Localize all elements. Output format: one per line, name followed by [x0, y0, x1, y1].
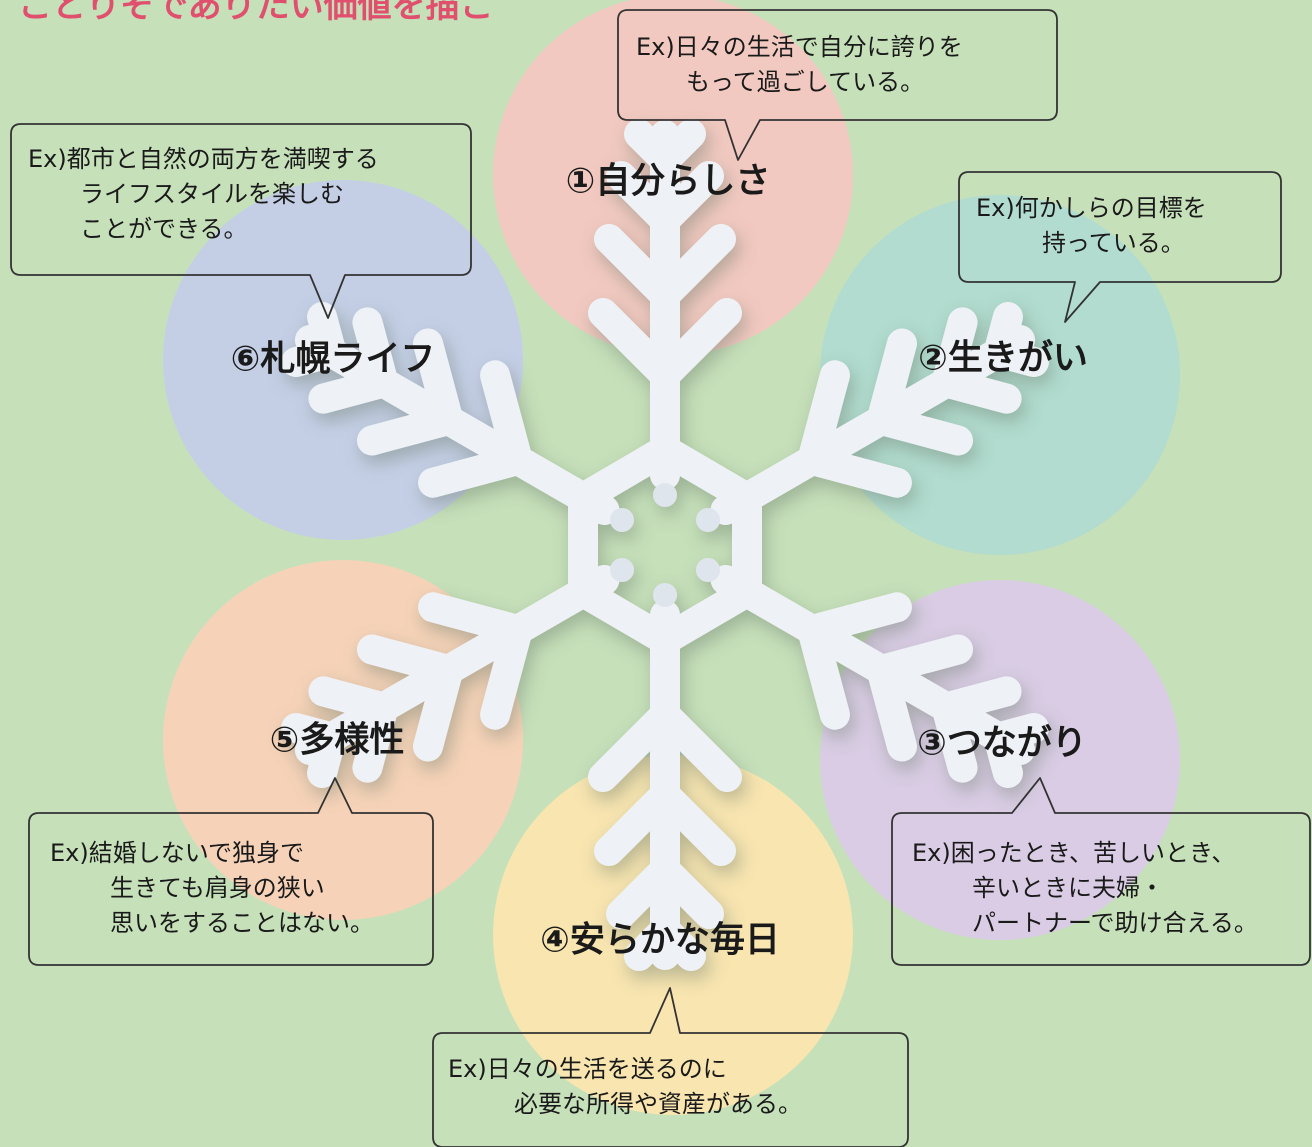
- example-line: 持っている。: [1042, 229, 1185, 257]
- example-line: もって過ごしている。: [686, 68, 925, 96]
- speech-bubble-2: [958, 171, 1282, 323]
- example-line: 辛いときに夫婦・: [972, 874, 1164, 902]
- page-heading: ことりそでありたい価値を描こ: [18, 0, 494, 26]
- example-line: Ex)日々の生活を送るのに: [448, 1055, 727, 1083]
- example-line: ライフスタイルを楽しむ: [80, 180, 344, 208]
- example-text-6: Ex)都市と自然の両方を満喫する ライフスタイルを楽しむ ことができる。: [28, 142, 379, 247]
- example-line: Ex)都市と自然の両方を満喫する: [28, 145, 379, 173]
- example-line: Ex)日々の生活で自分に誇りを: [636, 33, 963, 61]
- circle-ikigai: [820, 195, 1180, 555]
- value-label-tayousei: ⑤多様性: [269, 720, 405, 761]
- example-text-2: Ex)何かしらの目標を 持っている。: [976, 191, 1207, 261]
- example-line: 必要な所得や資産がある。: [514, 1090, 802, 1118]
- value-label-yasurakana-mainichi: ④安らかな毎日: [540, 920, 780, 961]
- example-line: パートナーで助け合える。: [972, 909, 1258, 937]
- example-line: Ex)何かしらの目標を: [976, 194, 1207, 222]
- example-text-3: Ex)困ったとき、苦しいとき、 辛いときに夫婦・ パートナーで助け合える。: [912, 836, 1258, 941]
- speech-bubble-3: [891, 777, 1311, 966]
- example-line: Ex)困ったとき、苦しいとき、: [912, 839, 1236, 867]
- value-label-ikigai: ②生きがい: [918, 338, 1088, 379]
- value-label-sapporo-life: ⑥札幌ライフ: [230, 339, 436, 380]
- speech-bubble-1: [617, 9, 1058, 161]
- value-label-tsunagari: ③つながり: [917, 723, 1087, 764]
- example-text-1: Ex)日々の生活で自分に誇りを もって過ごしている。: [636, 30, 963, 100]
- example-line: Ex)結婚しないで独身で: [50, 839, 305, 867]
- speech-bubble-6: [10, 123, 472, 319]
- example-line: 生きても肩身の狭い: [110, 874, 325, 902]
- example-line: ことができる。: [80, 215, 248, 243]
- example-text-4: Ex)日々の生活を送るのに 必要な所得や資産がある。: [448, 1052, 802, 1122]
- speech-bubble-5: [28, 777, 434, 966]
- example-line: 思いをすることはない。: [110, 909, 374, 937]
- snowflake-icon: [278, 134, 1052, 956]
- example-text-5: Ex)結婚しないで独身で 生きても肩身の狭い 思いをすることはない。: [50, 836, 374, 941]
- value-label-jibunrashisa: ①自分らしさ: [565, 161, 771, 202]
